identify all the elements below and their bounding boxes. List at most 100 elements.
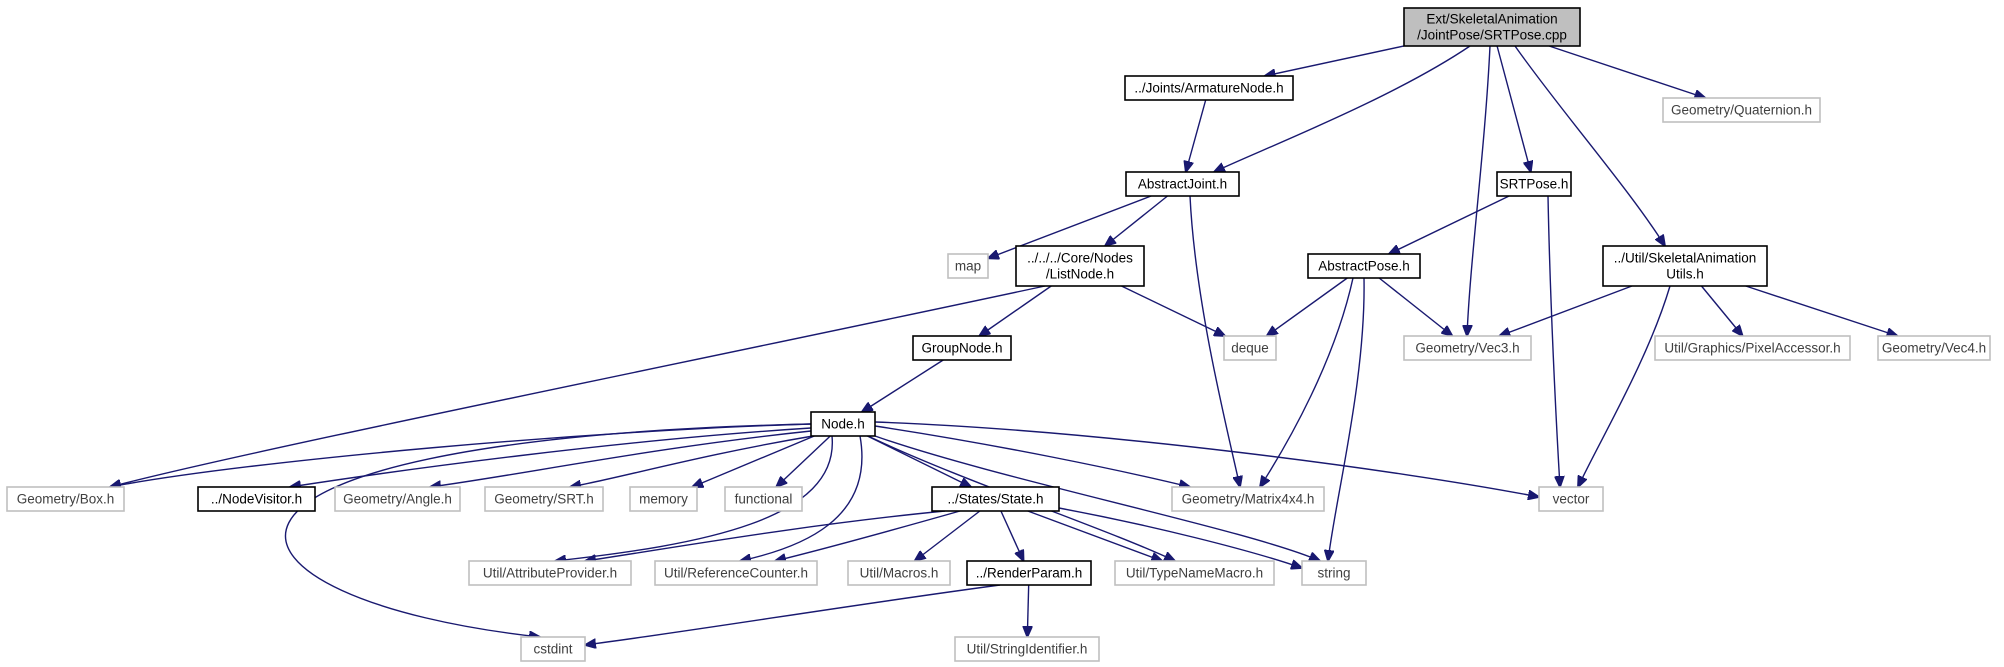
node-armaturenode-h[interactable]: ../Joints/ArmatureNode.h (1124, 75, 1294, 101)
node-angle-h: Geometry/Angle.h (334, 486, 461, 512)
node-label: vector (1553, 492, 1590, 507)
edges-layer (110, 45, 1898, 645)
node-box (1124, 75, 1294, 101)
node-box (1403, 335, 1532, 361)
edge-state-h-to-macros-h (915, 510, 981, 561)
edge-skelutils-h-to-vec3-h (1499, 285, 1633, 336)
node-string: string (1301, 560, 1367, 586)
node-box (1301, 560, 1367, 586)
edge-srtpose-cpp-to-skelutils-h (1514, 45, 1665, 246)
node-box (1654, 335, 1851, 361)
edge-skelutils-h-to-vector (1578, 285, 1671, 487)
edge-node-h-to-angle-h (430, 430, 812, 487)
node-box (1662, 97, 1821, 123)
edge-armaturenode-h-to-abstractjoint-h (1186, 99, 1207, 172)
edge-abstractpose-h-to-matrix4x4-h (1260, 277, 1354, 487)
node-vec4-h: Geometry/Vec4.h (1877, 335, 1991, 361)
node-node-h[interactable]: Node.h (810, 411, 876, 437)
node-box (847, 560, 951, 586)
node-label: Geometry/Vec4.h (1882, 341, 1986, 356)
edge-node-h-to-box-h (110, 423, 812, 487)
node-label: memory (639, 492, 688, 507)
node-map: map (947, 253, 989, 279)
edge-skelutils-h-to-vec4-h (1745, 285, 1898, 336)
node-box (1602, 245, 1768, 287)
node-memory: memory (629, 486, 698, 512)
node-box (468, 560, 632, 586)
node-label: Util/Graphics/PixelAccessor.h (1664, 341, 1840, 356)
edge-node-h-to-memory (692, 435, 815, 487)
edge-srtpose-cpp-to-quaternion-h (1548, 45, 1705, 98)
node-box (484, 486, 604, 512)
node-label: Geometry/Matrix4x4.h (1182, 492, 1315, 507)
node-deque: deque (1223, 335, 1277, 361)
edge-abstractjoint-h-to-listnode-h (1105, 195, 1168, 246)
node-label: Util/StringIdentifier.h (967, 642, 1088, 657)
edge-node-h-to-cstdint (284, 423, 812, 637)
node-box (334, 486, 461, 512)
node-label: functional (735, 492, 793, 507)
node-label: SRTPose.h (1500, 177, 1569, 192)
edge-node-h-to-string (874, 435, 1320, 561)
edge-node-h-to-attributeprovider-h (555, 435, 833, 561)
edge-listnode-h-to-box-h (110, 285, 1046, 487)
node-pixelaccessor-h: Util/Graphics/PixelAccessor.h (1654, 335, 1851, 361)
edge-state-h-to-referencecounter-h (775, 510, 961, 561)
node-label: AbstractPose.h (1318, 259, 1410, 274)
edge-srtpose-h-to-abstractpose-h (1389, 195, 1510, 254)
node-box (1496, 171, 1572, 197)
nodes-layer: Ext/SkeletalAnimation/JointPose/SRTPose.… (6, 7, 1991, 662)
node-vec3-h: Geometry/Vec3.h (1403, 335, 1532, 361)
node-label: ../RenderParam.h (976, 566, 1083, 581)
node-box (1403, 7, 1581, 47)
node-box (654, 560, 818, 586)
node-label: /JointPose/SRTPose.cpp (1417, 28, 1567, 43)
node-abstractjoint-h[interactable]: AbstractJoint.h (1125, 171, 1240, 197)
node-label: ../../../Core/Nodes (1027, 251, 1133, 266)
node-box (724, 486, 803, 512)
node-box (1307, 253, 1421, 279)
edge-node-h-to-nodevisitor-h (290, 427, 812, 487)
node-label: Util/ReferenceCounter.h (664, 566, 808, 581)
edge-node-h-to-functional (776, 435, 831, 487)
node-box (1171, 486, 1325, 512)
node-abstractpose-h[interactable]: AbstractPose.h (1307, 253, 1421, 279)
node-nodevisitor-h[interactable]: ../NodeVisitor.h (197, 486, 316, 512)
edge-state-h-to-renderparam-h (1000, 510, 1024, 561)
node-functional: functional (724, 486, 803, 512)
node-box (1125, 171, 1240, 197)
node-label: Geometry/Box.h (17, 492, 115, 507)
node-box (520, 636, 586, 662)
node-box (912, 335, 1012, 361)
node-box (6, 486, 125, 512)
node-renderparam-h[interactable]: ../RenderParam.h (966, 560, 1092, 586)
node-label: Ext/SkeletalAnimation (1426, 12, 1557, 27)
node-label: Geometry/SRT.h (494, 492, 594, 507)
node-listnode-h[interactable]: ../../../Core/Nodes/ListNode.h (1015, 245, 1145, 287)
node-label: Util/TypeNameMacro.h (1126, 566, 1263, 581)
node-box (1877, 335, 1991, 361)
node-srtpose-h[interactable]: SRTPose.h (1496, 171, 1572, 197)
node-srt-h: Geometry/SRT.h (484, 486, 604, 512)
node-label: deque (1231, 341, 1269, 356)
node-macros-h: Util/Macros.h (847, 560, 951, 586)
edge-srtpose-cpp-to-abstractjoint-h (1214, 45, 1471, 172)
edge-abstractjoint-h-to-matrix4x4-h (1189, 195, 1240, 487)
node-cstdint: cstdint (520, 636, 586, 662)
node-box (1114, 560, 1275, 586)
node-box (1223, 335, 1277, 361)
node-box (197, 486, 316, 512)
node-groupnode-h[interactable]: GroupNode.h (912, 335, 1012, 361)
edge-srtpose-cpp-to-vec3-h (1467, 45, 1491, 336)
edge-srtpose-h-to-vector (1547, 195, 1560, 487)
edge-abstractpose-h-to-string (1328, 277, 1365, 561)
edge-listnode-h-to-deque (1121, 285, 1225, 336)
node-srtpose-cpp[interactable]: Ext/SkeletalAnimation/JointPose/SRTPose.… (1403, 7, 1581, 47)
edge-renderparam-h-to-cstdint (585, 584, 1001, 645)
node-state-h[interactable]: ../States/State.h (931, 486, 1060, 512)
node-label: ../States/State.h (947, 492, 1043, 507)
edge-node-h-to-vector (874, 421, 1539, 497)
node-label: Util/AttributeProvider.h (483, 566, 617, 581)
